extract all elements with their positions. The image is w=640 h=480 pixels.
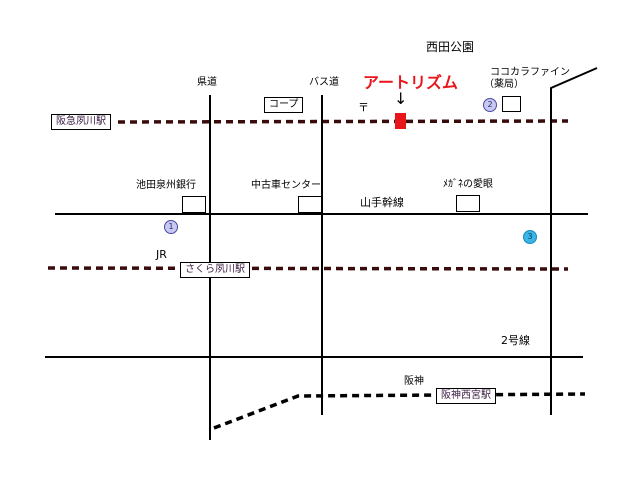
used-car-building <box>298 196 322 213</box>
right-road-line <box>550 67 598 415</box>
destination-marker <box>395 113 406 129</box>
used-car-label: 中古車センター <box>251 180 321 191</box>
bank-label: 池田泉州銀行 <box>136 180 196 191</box>
optician-label: ﾒｶﾞﾈの愛眼 <box>443 179 493 190</box>
hanshin-railway <box>213 392 586 430</box>
pharmacy-label-line1: ココカラファイン <box>490 67 570 78</box>
marker-1-icon: 1 <box>164 220 178 234</box>
pharmacy-building <box>502 96 521 112</box>
post-office-icon: 〒 <box>358 101 369 114</box>
jr-label: JR <box>156 248 167 261</box>
road-yamate-label: 山手幹線 <box>360 196 404 209</box>
hanshin-station-label: 阪神西宮駅 <box>436 388 496 404</box>
hankyu-railway <box>117 119 569 124</box>
road-bus-label: バス道 <box>309 77 339 88</box>
hankyu-station-label: 阪急夙川駅 <box>51 114 111 130</box>
park-label: 西田公園 <box>426 40 475 54</box>
jr-station-label: さくら夙川駅 <box>180 262 250 278</box>
coop-building: コープ <box>264 97 304 113</box>
arrow-icon: ↓ <box>394 89 408 108</box>
road-2go-label: 2号線 <box>501 334 530 347</box>
optician-building <box>456 195 480 212</box>
road-kendo-label: 県道 <box>197 77 217 88</box>
destination-title: アートリズム <box>363 73 459 92</box>
bank-building <box>182 196 206 213</box>
marker-3-icon: 3 <box>523 230 537 244</box>
marker-2-icon: 2 <box>483 98 497 112</box>
pharmacy-label-line2: （薬局） <box>484 79 524 90</box>
jr-railway <box>47 266 569 271</box>
hanshin-label: 阪神 <box>404 376 424 387</box>
